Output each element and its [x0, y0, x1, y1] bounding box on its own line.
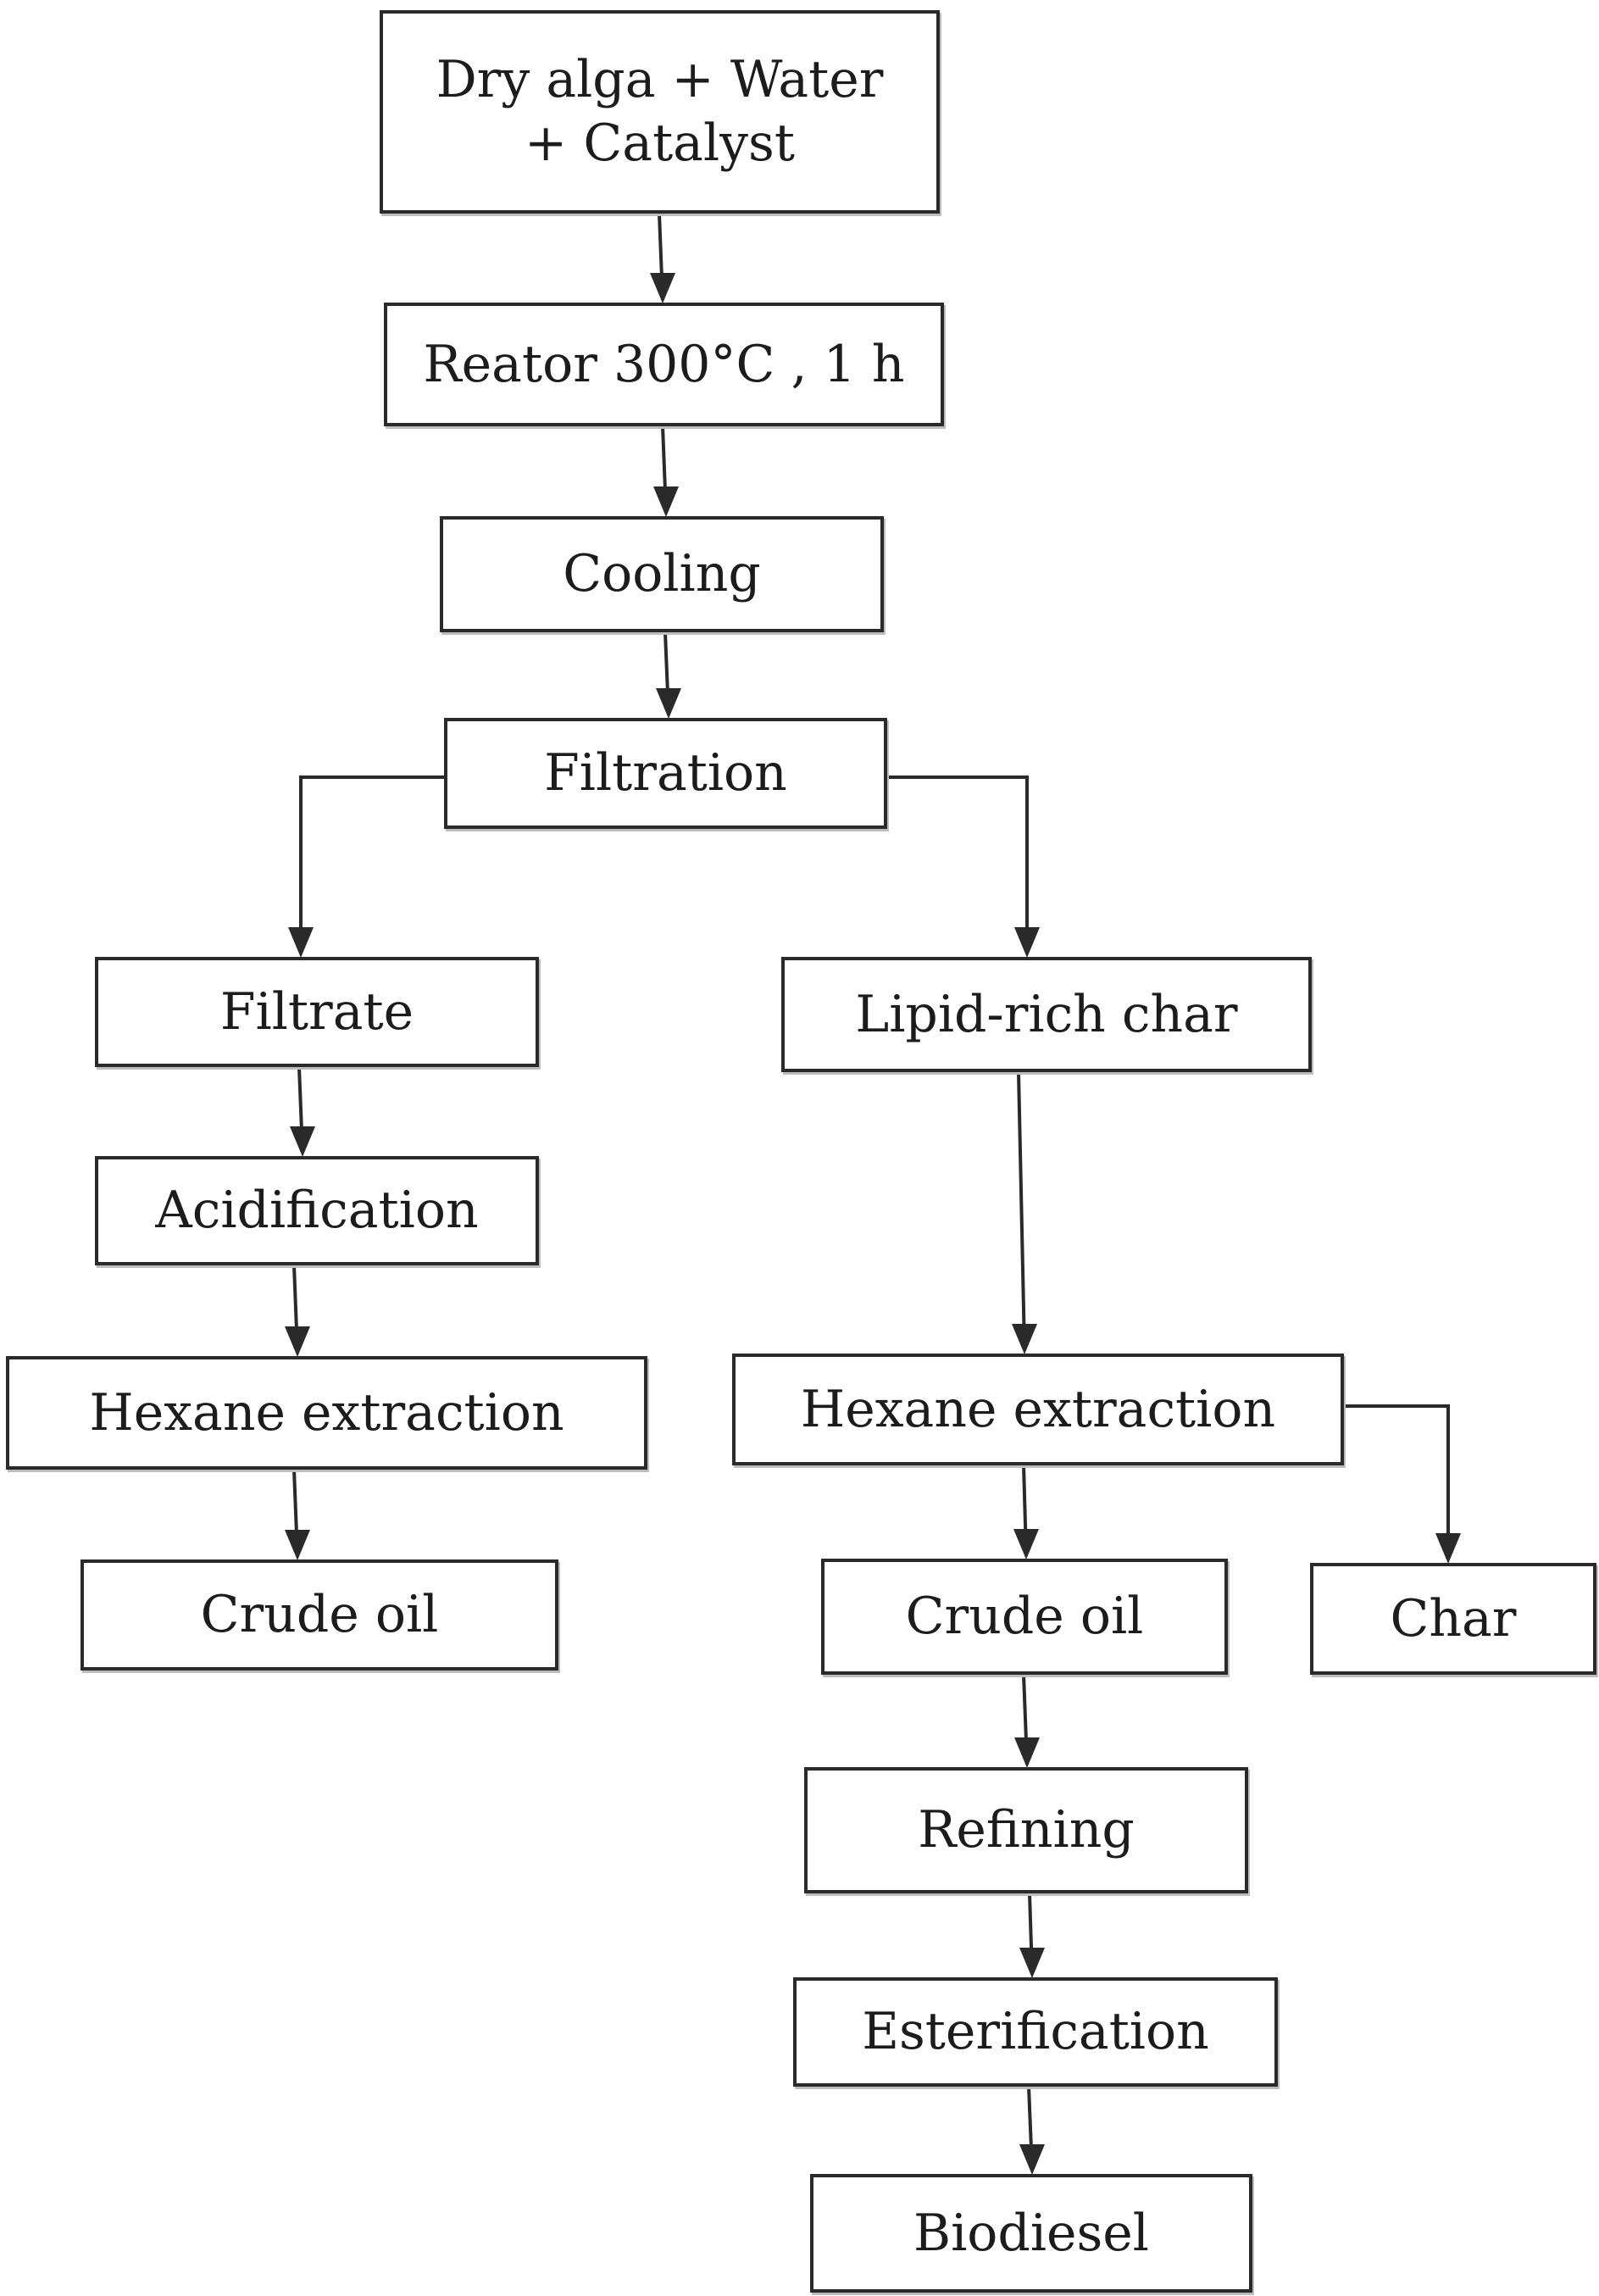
cooling-box: Cooling — [440, 516, 884, 632]
hexane-extraction-left-box: Hexane extraction — [6, 1356, 647, 1470]
crude-oil-left-label: Crude oil — [200, 1585, 439, 1644]
filtration-label: Filtration — [544, 743, 787, 803]
arrowhead — [1014, 1737, 1040, 1768]
arrowhead — [1435, 1533, 1461, 1564]
filtration-box: Filtration — [444, 718, 887, 829]
crude-oil-left-box: Crude oil — [81, 1559, 558, 1671]
connector-filtration-to-lipid-char — [886, 776, 1029, 953]
lipid-rich-char-label: Lipid-rich char — [855, 984, 1238, 1044]
hexane-extraction-left-label: Hexane extraction — [89, 1382, 564, 1443]
arrowhead — [1014, 927, 1040, 958]
biodiesel-box: Biodiesel — [810, 2174, 1252, 2293]
acidification-box: Acidification — [95, 1156, 539, 1265]
arrowhead — [288, 927, 314, 958]
filtrate-label: Filtrate — [219, 981, 414, 1042]
feed-label-line-2: + Catalyst — [525, 114, 795, 173]
biodiesel-label: Biodiesel — [913, 2203, 1149, 2263]
cooling-label: Cooling — [563, 544, 761, 603]
feed-box: Dry alga + Water + Catalyst — [380, 10, 940, 214]
hexane-extraction-right-label: Hexane extraction — [800, 1379, 1276, 1439]
refining-label: Refining — [918, 1800, 1135, 1860]
hexane-extraction-right-box: Hexane extraction — [732, 1354, 1344, 1465]
arrowhead — [285, 1530, 310, 1560]
crude-oil-right-label: Crude oil — [905, 1587, 1144, 1646]
filtrate-box: Filtrate — [95, 957, 539, 1067]
refining-box: Refining — [804, 1767, 1248, 1893]
reactor-label: Reator 300°C , 1 h — [423, 334, 905, 394]
connector-filtration-to-filtrate — [299, 776, 446, 953]
reactor-box: Reator 300°C , 1 h — [384, 303, 944, 426]
arrowhead — [1019, 1948, 1045, 1978]
char-box: Char — [1310, 1563, 1596, 1675]
arrowhead — [650, 273, 675, 303]
arrowhead — [1013, 1529, 1039, 1559]
arrowhead — [656, 688, 681, 719]
crude-oil-right-box: Crude oil — [821, 1559, 1228, 1675]
esterification-box: Esterification — [793, 1977, 1278, 2087]
lipid-rich-char-box: Lipid-rich char — [781, 957, 1312, 1072]
acidification-label: Acidification — [155, 1181, 479, 1240]
feed-label-line-1: Dry alga + Water — [436, 50, 884, 109]
connector-hexane-right-to-char — [1343, 1404, 1450, 1559]
arrowhead — [285, 1326, 310, 1357]
arrowhead — [653, 486, 679, 517]
connector-lipid-char-to-hexane-right — [1017, 1071, 1026, 1350]
char-label: Char — [1390, 1588, 1517, 1648]
arrowhead — [1019, 2144, 1045, 2175]
arrowhead — [1012, 1324, 1037, 1354]
arrowhead — [290, 1126, 315, 1157]
esterification-label: Esterification — [862, 2002, 1209, 2061]
